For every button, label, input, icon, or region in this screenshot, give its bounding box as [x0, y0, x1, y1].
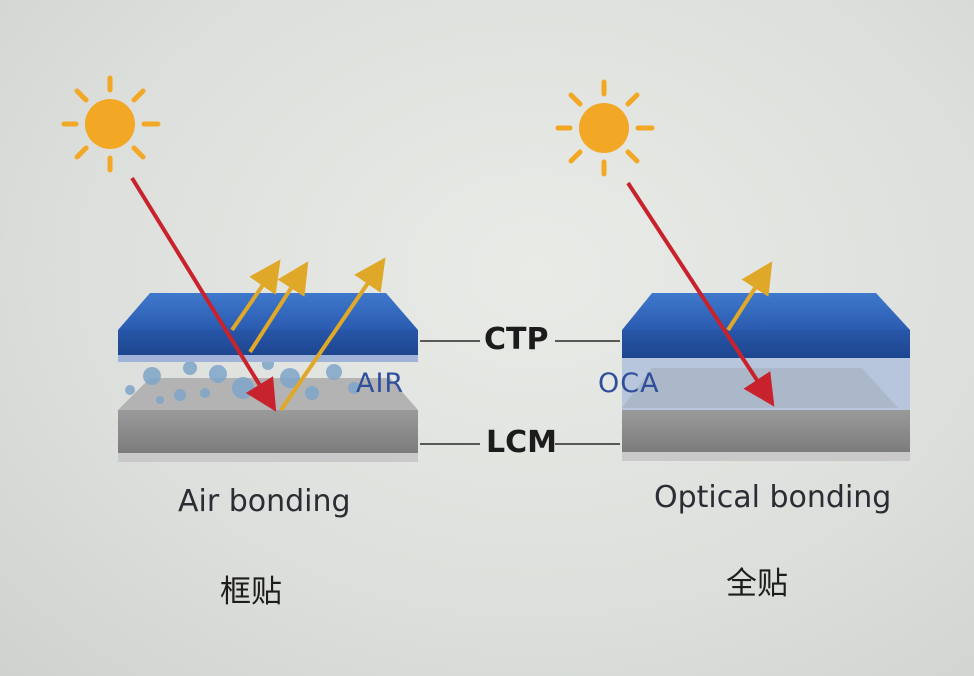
right-oca-layer: [622, 358, 910, 410]
ctp-label: CTP: [484, 322, 549, 357]
optical-bonding-caption: Optical bonding: [654, 480, 892, 515]
lcm-label: LCM: [486, 425, 557, 460]
oca-gap-label: OCA: [598, 368, 660, 399]
right-ctp-layer: [622, 293, 910, 358]
label-connector-lines: [420, 340, 620, 445]
left-reflected-rays: [230, 257, 386, 412]
right-incident-ray: [626, 181, 775, 407]
optical-bonding-caption-cn: 全贴: [726, 566, 788, 602]
left-incident-ray: [130, 176, 277, 412]
air-bonding-caption: Air bonding: [178, 484, 351, 519]
air-bonding-caption-cn: 框贴: [220, 574, 282, 610]
right-sun-icon: [555, 79, 655, 177]
left-sun-icon: [61, 75, 161, 173]
right-reflected-ray: [726, 261, 773, 332]
air-gap-label: AIR: [356, 368, 405, 399]
right-lcm-layer: [622, 410, 910, 461]
